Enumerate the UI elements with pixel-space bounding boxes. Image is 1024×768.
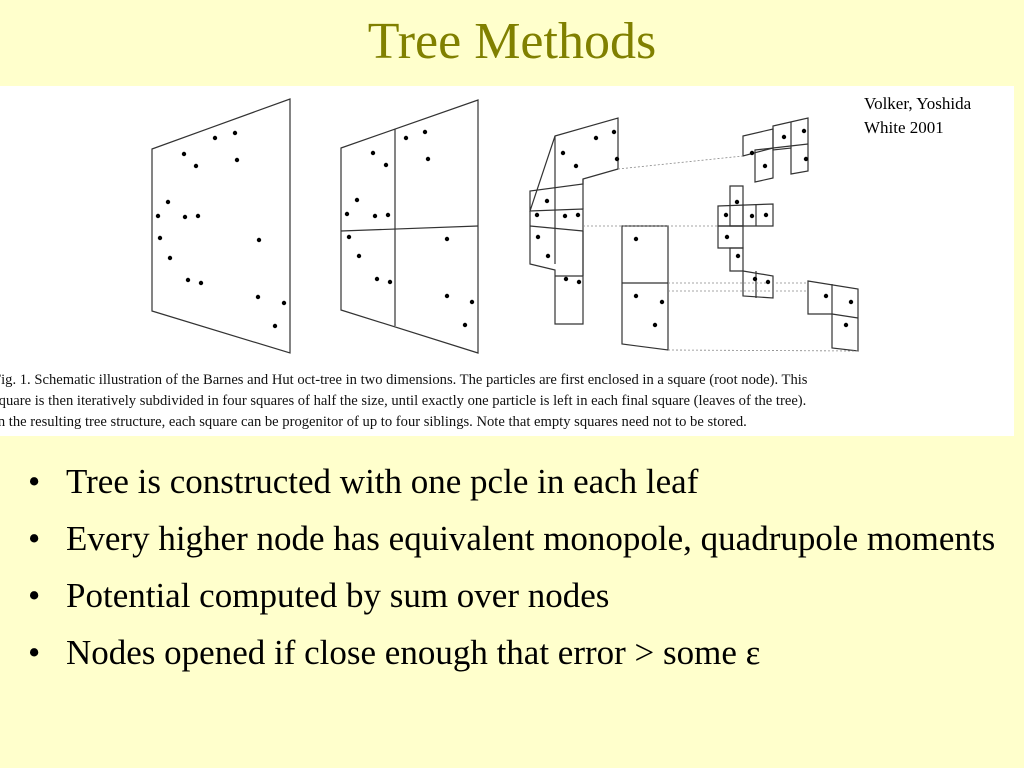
leaf-square [742,128,774,157]
oct-tree-diagram [151,98,859,354]
bullet-item: • Tree is constructed with one pcle in e… [28,460,1008,504]
caption-line: In the resulting tree structure, each sq… [0,414,747,430]
credit-authors-year: White 2001 [864,118,944,137]
root-node-square [151,98,291,354]
figure-credit: Volker, Yoshida White 2001 [864,92,971,140]
bullet-text: Nodes opened if close enough that error … [66,633,761,672]
bullet-text: Every higher node has equivalent monopol… [66,519,996,558]
bullet-glyph: • [28,519,41,558]
barnes-hut-figure: Fig. 1. Schematic illustration of the Ba… [0,86,1014,436]
credit-authors: Volker, Yoshida [864,94,972,113]
bullet-item: • Nodes opened if close enough that erro… [28,631,1008,675]
leaf-square [754,147,774,183]
leaf-square [717,225,744,249]
bullet-item: • Potential computed by sum over nodes [28,574,1008,618]
leaf-square [807,280,859,352]
caption-line: Fig. 1. Schematic illustration of the Ba… [0,372,808,388]
bullet-text: Tree is constructed with one pcle in eac… [66,462,699,501]
level2-squares [529,117,619,325]
bullet-glyph: • [28,633,41,672]
bullet-list: • Tree is constructed with one pcle in e… [28,460,1008,688]
particles [155,128,854,329]
level1-square [340,99,479,354]
leaf-square [742,270,774,299]
leaf-square [717,203,774,227]
caption-line: square is then iteratively subdivided in… [0,393,807,409]
level2-block [621,225,669,351]
bullet-glyph: • [28,462,41,501]
slide-title: Tree Methods [367,13,657,70]
bullet-item: • Every higher node has equivalent monop… [28,517,1008,561]
bullet-text: Potential computed by sum over nodes [66,576,610,615]
bullet-glyph: • [28,576,41,615]
figure-caption: Fig. 1. Schematic illustration of the Ba… [0,370,1014,433]
leaf-square [729,247,744,272]
